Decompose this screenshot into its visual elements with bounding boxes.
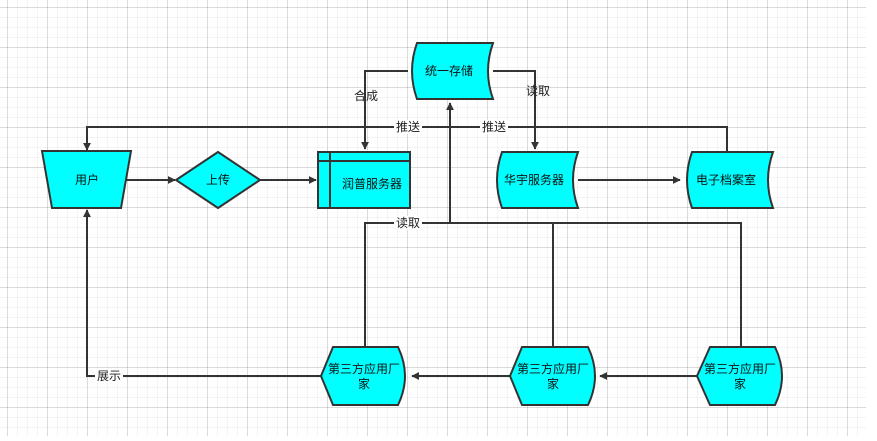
- edge-label-merge: 合成: [354, 89, 379, 103]
- vendor-3-node[interactable]: [695, 346, 783, 406]
- storage-label: 统一存储: [424, 63, 473, 78]
- vendor-1-label: 第三方应用厂家: [327, 362, 400, 391]
- upload-node[interactable]: [174, 150, 262, 210]
- archive-room-label: 电子档案室: [695, 172, 756, 187]
- huayu-server-label: 华宇服务器: [503, 172, 564, 187]
- huayu-server-node[interactable]: [496, 151, 580, 209]
- canvas-right-margin: [866, 0, 877, 441]
- upload-label: 上传: [205, 172, 230, 187]
- vendor-3-label: 第三方应用厂家: [703, 362, 776, 391]
- edge-read-bottom: [364, 103, 742, 346]
- edge-label-read-top: 读取: [526, 84, 551, 98]
- user-node[interactable]: [40, 150, 133, 209]
- runpu-server-label: 润普服务器: [341, 176, 402, 191]
- vendor-2-node[interactable]: [508, 346, 596, 406]
- vendor-2-label: 第三方应用厂家: [516, 362, 589, 391]
- edge-read-top: [493, 70, 539, 150]
- archive-room-node[interactable]: [686, 151, 775, 209]
- edge-label-push-left: 推送: [394, 120, 423, 134]
- edge-label-push-right: 推送: [480, 120, 509, 134]
- edge-label-display: 展示: [95, 369, 124, 383]
- storage-node[interactable]: [411, 42, 495, 100]
- edge-label-read-bottom: 读取: [394, 216, 423, 230]
- edge-display: [83, 209, 321, 377]
- vendor-1-node[interactable]: [319, 346, 406, 406]
- edge-merge: [361, 70, 408, 150]
- user-label: 用户: [74, 172, 99, 187]
- canvas-bottom-margin: [0, 436, 877, 441]
